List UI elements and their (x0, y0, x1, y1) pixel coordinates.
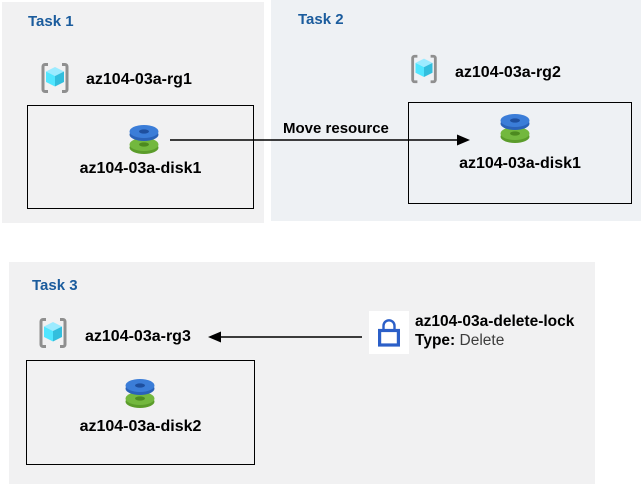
lock-type-line: Type: Delete (415, 331, 574, 350)
lock-chip (369, 311, 409, 354)
move-resource-label: Move resource (283, 120, 389, 137)
resource-group-label: az104-03a-rg2 (455, 64, 561, 81)
resource-group-label: az104-03a-rg3 (85, 328, 191, 345)
disk-icon (500, 114, 530, 143)
disk-icon (129, 125, 159, 154)
resource-group-icon (39, 318, 67, 348)
disk-icon (125, 379, 155, 408)
task1-resource-box (27, 105, 254, 209)
task3-title: Task 3 (32, 277, 78, 294)
task3-resource-box (26, 360, 255, 465)
panel-task2: Task 2 az104-03a-rg2 az104-03a-disk1 (271, 0, 641, 221)
task1-title: Task 1 (28, 13, 74, 30)
disk-label: az104-03a-disk1 (79, 160, 202, 177)
lock-type-label: Type: (415, 332, 456, 349)
panel-task1: Task 1 az104-03a-rg1 az104-03a-disk1 (2, 2, 264, 223)
resource-group-icon (41, 63, 69, 93)
task2-resource-box (408, 102, 632, 204)
lock-icon (378, 318, 400, 347)
lock-type-value: Delete (459, 332, 505, 349)
lock-name: az104-03a-delete-lock (415, 313, 575, 330)
resource-group-icon (411, 54, 437, 84)
disk-label: az104-03a-disk1 (459, 155, 581, 172)
disk-label: az104-03a-disk2 (79, 418, 202, 435)
resource-group-label: az104-03a-rg1 (86, 71, 192, 88)
task2-title: Task 2 (298, 11, 344, 28)
panel-task3: Task 3 az104-03a-rg3 az104-03a-disk2 az1… (9, 262, 595, 484)
lock-annotation: az104-03a-delete-lock Type: Delete (415, 312, 574, 350)
